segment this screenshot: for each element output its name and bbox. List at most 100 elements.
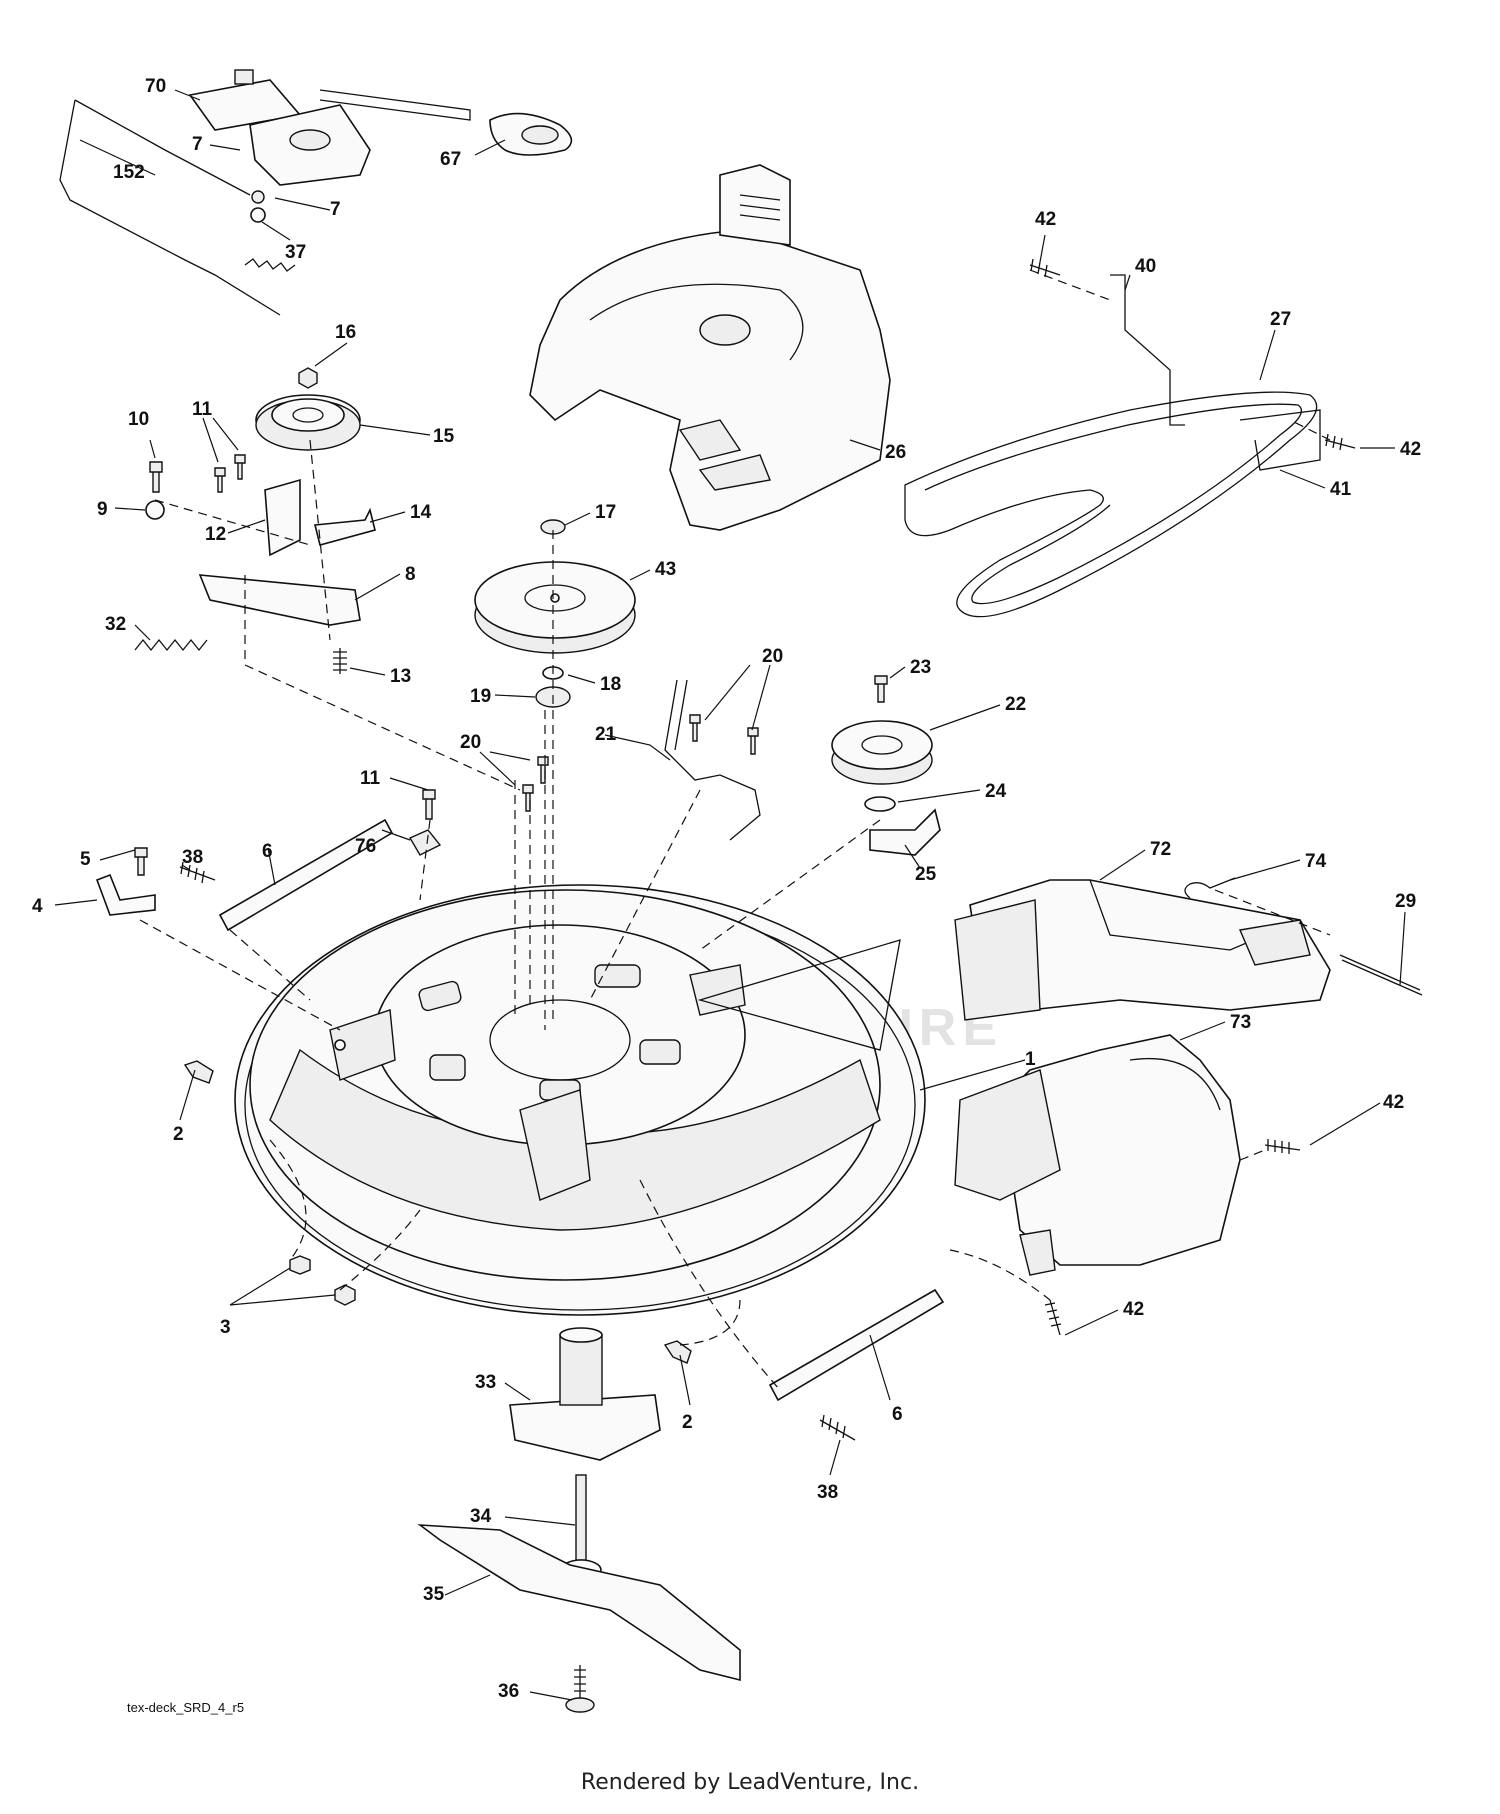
callout-8: 8: [405, 564, 416, 585]
washer-24: [864, 796, 896, 812]
bolt-42d: [1044, 1299, 1062, 1336]
callout-74: 74: [1305, 851, 1327, 872]
diagram-code-label: tex-deck_SRD_4_r5: [127, 1700, 244, 1715]
callout-18: 18: [600, 674, 621, 695]
nut-3a: [289, 1255, 311, 1275]
callout-70: 70: [145, 76, 166, 97]
callout-32: 32: [105, 614, 126, 635]
callout-19: 19: [470, 686, 491, 707]
drive-belt: [904, 391, 1318, 618]
callout-40: 40: [1135, 256, 1156, 277]
bracket-14: [313, 507, 376, 546]
leader-lines: [54, 89, 1406, 1701]
clip-74: [1184, 877, 1236, 899]
callout-7: 7: [192, 134, 203, 155]
bolt-11b: [422, 789, 436, 820]
bolt-20a-b: [522, 784, 534, 812]
belt-guide-40: [1110, 274, 1185, 426]
callout-42: 42: [1035, 209, 1056, 230]
engagement-bracket-assembly: [188, 69, 471, 186]
bolt-11a: [214, 467, 226, 493]
callout-labels: 70 7 152 7 37 67 42 40 27 42 41 26 16 15…: [32, 76, 1421, 1715]
bolt-38b: [819, 1414, 856, 1441]
callout-21: 21: [595, 724, 617, 745]
callout-7: 7: [330, 199, 341, 220]
callout-42: 42: [1123, 1299, 1144, 1320]
alignment-lines: [139, 269, 1331, 1391]
bolt-5: [134, 847, 148, 876]
bolt-20a-a: [537, 756, 549, 784]
bolt-38a: [179, 861, 216, 884]
bolt-2a: [183, 1060, 214, 1084]
callout-67: 67: [440, 149, 461, 170]
nut-3b: [334, 1284, 356, 1306]
callout-14: 14: [410, 502, 432, 523]
callout-72: 72: [1150, 839, 1171, 860]
callout-11: 11: [192, 399, 213, 420]
callout-41: 41: [1330, 479, 1352, 500]
callout-23: 23: [910, 657, 931, 678]
bolt-2b: [663, 1340, 692, 1364]
callout-29: 29: [1395, 891, 1416, 912]
bolt-42c: [1264, 1139, 1301, 1154]
callout-6: 6: [262, 841, 273, 862]
bolt-20b-a: [689, 714, 701, 742]
idler-arm-8: [198, 574, 361, 626]
callout-15: 15: [433, 426, 455, 447]
callout-1: 1: [1025, 1049, 1036, 1070]
callout-42: 42: [1400, 439, 1421, 460]
cable-spring: [244, 258, 296, 272]
callout-76: 76: [355, 836, 376, 857]
callout-42: 42: [1383, 1092, 1404, 1113]
callout-34: 34: [470, 1506, 492, 1527]
mower-deck-shell: [234, 884, 926, 1316]
bolt-42a: [1029, 258, 1061, 278]
belt-guide-41: [1239, 409, 1321, 471]
lift-rod-152: [59, 99, 281, 316]
callout-10: 10: [128, 409, 149, 430]
callout-36: 36: [498, 1681, 519, 1702]
washer-37: [250, 207, 266, 223]
bolt-23: [874, 675, 888, 703]
callout-22: 22: [1005, 694, 1026, 715]
callout-13: 13: [390, 666, 411, 687]
bracket-4: [95, 873, 156, 916]
idler-arm-21: [664, 679, 761, 841]
spindle-housing-33: [509, 1327, 661, 1461]
engine-pulley-43: [474, 561, 636, 654]
callout-27: 27: [1270, 309, 1291, 330]
blade-35: [417, 1524, 741, 1682]
callout-24: 24: [985, 781, 1007, 802]
callout-3: 3: [220, 1317, 231, 1338]
callout-38: 38: [817, 1482, 838, 1503]
idler-pulley-22: [831, 720, 933, 785]
bracket-25: [869, 808, 941, 856]
callout-9: 9: [97, 499, 108, 520]
callout-26: 26: [885, 442, 906, 463]
spring-32: [134, 638, 208, 652]
callout-11: 11: [360, 768, 381, 789]
footer-credit: Rendered by LeadVenture, Inc.: [580, 1770, 920, 1795]
callout-20: 20: [460, 732, 481, 753]
callout-16: 16: [335, 322, 356, 343]
callout-38: 38: [182, 847, 203, 868]
callout-17: 17: [595, 502, 616, 523]
callout-6: 6: [892, 1404, 903, 1425]
callout-12: 12: [205, 524, 226, 545]
callout-5: 5: [80, 849, 91, 870]
bolt-10: [149, 461, 163, 493]
callout-43: 43: [655, 559, 676, 580]
callout-33: 33: [475, 1372, 496, 1393]
link-arm-6b: [768, 1288, 945, 1402]
callout-2: 2: [682, 1412, 693, 1433]
idler-pulley-15: [255, 394, 361, 451]
callout-152: 152: [113, 162, 145, 183]
washer-9: [145, 500, 165, 520]
pin-29: [1339, 954, 1423, 996]
belt-cover-26: [529, 164, 891, 531]
callout-2: 2: [173, 1124, 184, 1145]
bolt-13: [333, 648, 347, 674]
nut-16: [298, 367, 318, 389]
bolt-42b: [1324, 433, 1356, 451]
